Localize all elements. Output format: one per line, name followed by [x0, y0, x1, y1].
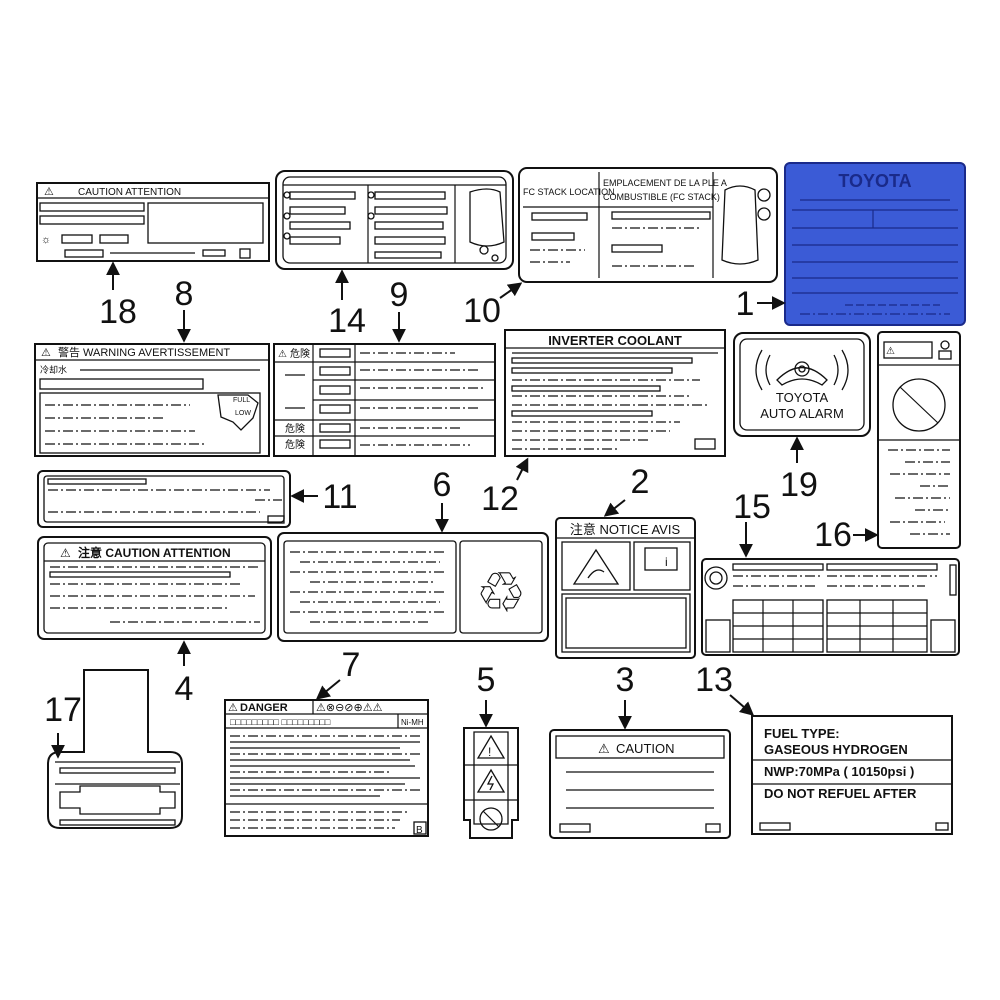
label-13: FUEL TYPE: GASEOUS HYDROGEN NWP:70MPa ( … [751, 715, 953, 835]
person-icon [940, 340, 950, 350]
callout-18: 18 [99, 293, 137, 331]
warning-triangle-icon [572, 548, 620, 585]
toyota-brand: TOYOTA [838, 171, 911, 191]
callout-2: 2 [631, 463, 650, 501]
warning-triangle-icon: ⚠ [278, 349, 287, 360]
label-9-heading: 危険 [290, 348, 310, 360]
label-18: ⚠ CAUTION ATTENTION ☼ [36, 182, 270, 262]
label-16: ⚠ [877, 331, 961, 549]
svg-text:!: ! [488, 745, 491, 759]
callout-7: 7 [342, 646, 361, 684]
callout-17: 17 [44, 691, 82, 729]
electric-shock-icon [476, 768, 506, 793]
label-12: INVERTER COOLANT [504, 329, 726, 457]
callout-1: 1 [736, 285, 755, 323]
label-10-col2a: EMPLACEMENT DE LA PLE A [603, 178, 727, 188]
callout-12: 12 [481, 480, 519, 518]
car-alarm-icon [776, 366, 828, 386]
label-18-heading: CAUTION ATTENTION [78, 187, 181, 198]
label-4-heading: 注意 CAUTION ATTENTION [78, 545, 231, 560]
callout-11: 11 [322, 478, 357, 516]
label-8-heading: 警告 WARNING AVERTISSEMENT [58, 345, 230, 359]
callout-10: 10 [463, 292, 501, 330]
toyota-label-plate [784, 162, 966, 326]
label-8: ⚠ 警告 WARNING AVERTISSEMENT 冷却水 FULL LOW [34, 343, 270, 457]
callout-19: 19 [780, 466, 818, 504]
warning-triangle-icon: ⚠ [598, 741, 610, 756]
label-17 [47, 669, 183, 829]
label-7-codes: □□□□□□□□□ □□□□□□□□□ [230, 717, 331, 727]
callout-3: 3 [616, 661, 635, 699]
label-9-foot1: 危険 [285, 423, 305, 435]
recycle-icon: ♲ [476, 561, 526, 624]
callout-4: 4 [175, 670, 194, 708]
label-5: ! [463, 727, 519, 839]
car-topview-icon [469, 188, 505, 247]
label-6: ♲ [277, 532, 549, 642]
prohibited-icon [892, 378, 946, 432]
callout-5: 5 [477, 661, 496, 699]
label-1: TOYOTA [784, 162, 966, 326]
label-13-line3: NWP:70MPa ( 10150psi ) [764, 764, 914, 779]
label-8-full: FULL [233, 397, 250, 404]
warning-triangle-icon: ⚠ [44, 186, 54, 198]
manual-icon [644, 547, 678, 571]
label-9-foot2: 危険 [285, 439, 305, 451]
warning-triangle-icon: ⚠ [41, 347, 51, 359]
label-9: ⚠ 危険 危険 危険 [273, 343, 496, 457]
callout-9: 9 [390, 276, 409, 314]
callout-8: 8 [175, 275, 194, 313]
warning-triangle-icon [476, 734, 506, 759]
callout-13: 13 [695, 661, 733, 699]
label-3: ⚠ CAUTION [549, 729, 731, 839]
label-15 [701, 558, 960, 656]
label-8-low: LOW [235, 410, 251, 417]
coolant-tank-icon [217, 394, 259, 431]
label-11 [37, 470, 291, 528]
callout-6: 6 [433, 466, 452, 504]
label-13-line4: DO NOT REFUEL AFTER [764, 786, 917, 801]
warning-triangle-icon: ⚠ [228, 702, 238, 714]
label-13-line2: GASEOUS HYDROGEN [764, 742, 908, 757]
car-topview-icon [721, 185, 759, 265]
label-7-heading: DANGER [240, 702, 288, 714]
label-8-sub: 冷却水 [40, 364, 67, 375]
label-19-line2: AUTO ALARM [760, 406, 844, 421]
label-2-heading: 注意 NOTICE AVIS [570, 522, 681, 537]
warning-triangle-icon: ⚠ [60, 546, 71, 560]
label-3-heading: CAUTION [616, 741, 675, 756]
callout-16: 16 [814, 516, 852, 554]
label-14 [275, 170, 514, 270]
label-10-col2b: COMBUSTIBLE (FC STACK) [603, 192, 720, 202]
info-icon: i [665, 555, 668, 569]
label-12-heading: INVERTER COOLANT [548, 333, 682, 348]
callout-14: 14 [328, 302, 366, 340]
label-2: 注意 NOTICE AVIS i [555, 517, 696, 659]
prohibited-icon [479, 807, 503, 831]
label-7: ⚠ DANGER ⚠⊗⊖⊘⊕⚠⚠ □□□□□□□□□ □□□□□□□□□ Ni-… [224, 699, 429, 837]
label-7-b: B [416, 825, 423, 836]
label-19-line1: TOYOTA [776, 390, 829, 405]
callout-15: 15 [733, 488, 771, 526]
label-10: FC STACK LOCATION EMPLACEMENT DE LA PLE … [518, 167, 778, 283]
label-4: ⚠ 注意 CAUTION ATTENTION [37, 536, 272, 640]
label-19: TOYOTA AUTO ALARM [733, 332, 871, 437]
callout-numbers: 18 8 14 9 10 1 11 12 19 6 2 15 16 4 17 7… [44, 275, 852, 729]
label-13-line1: FUEL TYPE: [764, 726, 840, 741]
label-10-col1: FC STACK LOCATION [523, 187, 615, 197]
hazard-icons: ⚠⊗⊖⊘⊕⚠⚠ [316, 702, 383, 714]
sun-icon: ☼ [41, 234, 51, 246]
label-7-tag: Ni-MH [401, 718, 424, 727]
tire-icon [704, 566, 728, 590]
warning-triangle-icon: ⚠ [886, 346, 895, 357]
callout-arrows [51, 261, 879, 759]
